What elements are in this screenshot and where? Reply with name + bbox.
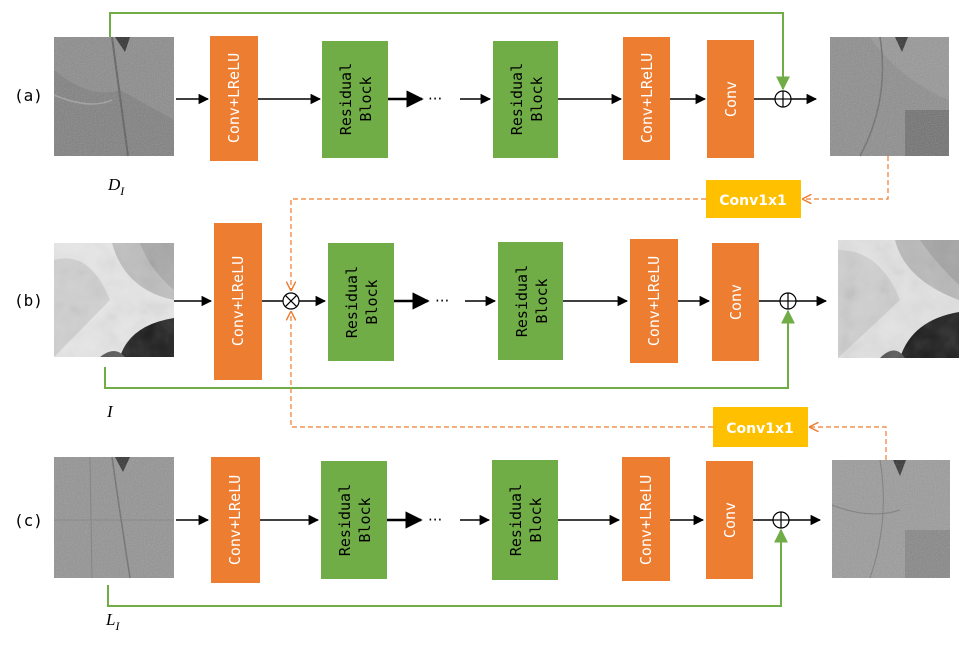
- input-label-detail: DI: [107, 175, 125, 198]
- block-label: Conv: [727, 284, 745, 320]
- block-label: Conv+LReLU: [645, 256, 663, 346]
- circle-plus-icon: [774, 90, 792, 108]
- input-label-intensity: I: [106, 402, 114, 421]
- conv-lrelu-block: [214, 223, 262, 380]
- dashed-connection: [291, 198, 706, 290]
- ellipsis: ···: [428, 90, 442, 108]
- conv1x1-block-lower: [713, 407, 808, 447]
- input-image-detail: [53, 36, 174, 157]
- skip-connection: [104, 309, 795, 389]
- residual-block: [492, 460, 558, 580]
- output-image-detail: [830, 36, 949, 157]
- conv-lrelu-block: [630, 239, 678, 363]
- input-label-low-frequency: LI: [105, 610, 120, 633]
- block-label: Conv+LReLU: [638, 53, 656, 143]
- input-image-low-frequency: [54, 456, 174, 579]
- circle-times-icon: [282, 292, 300, 310]
- dashed-connection: [291, 312, 713, 428]
- row-label-c: (c): [14, 511, 43, 530]
- residual-block: [321, 461, 387, 579]
- input-image-intensity: [54, 243, 174, 357]
- conv1x1-label: Conv1x1: [719, 193, 787, 209]
- circle-plus-icon: [772, 511, 790, 529]
- conv1x1-block-upper: [706, 180, 801, 218]
- residual-block: [493, 41, 558, 158]
- residual-block: [328, 243, 394, 361]
- output-image-low-frequency: [831, 459, 950, 579]
- row-label-b: (b): [14, 291, 43, 310]
- residual-block: [322, 41, 388, 158]
- conv-lrelu-block: [622, 457, 670, 581]
- conv-lrelu-block: [211, 457, 260, 583]
- skip-connection: [109, 12, 790, 91]
- dashed-connection: [810, 427, 887, 460]
- block-label: Conv+LReLU: [229, 256, 247, 346]
- ellipsis: ···: [435, 292, 449, 310]
- dashed-connection: [803, 156, 889, 199]
- conv-block: [712, 243, 759, 361]
- residual-block: [498, 242, 563, 360]
- skip-connection: [107, 528, 788, 607]
- conv-lrelu-block: [210, 36, 258, 161]
- block-label: Conv+LReLU: [226, 475, 244, 565]
- conv-block: [707, 40, 754, 158]
- circle-plus-icon: [779, 292, 797, 310]
- block-label: Conv+LReLU: [637, 475, 655, 565]
- block-label: Conv: [722, 81, 740, 117]
- block-label: Conv: [721, 502, 739, 538]
- conv-lrelu-block: [623, 37, 670, 160]
- row-label-a: (a): [14, 86, 43, 105]
- conv-block: [706, 461, 753, 579]
- output-image-intensity: [838, 240, 959, 358]
- conv1x1-label: Conv1x1: [726, 421, 794, 437]
- ellipsis: ···: [428, 511, 442, 529]
- block-label: Conv+LReLU: [225, 53, 243, 143]
